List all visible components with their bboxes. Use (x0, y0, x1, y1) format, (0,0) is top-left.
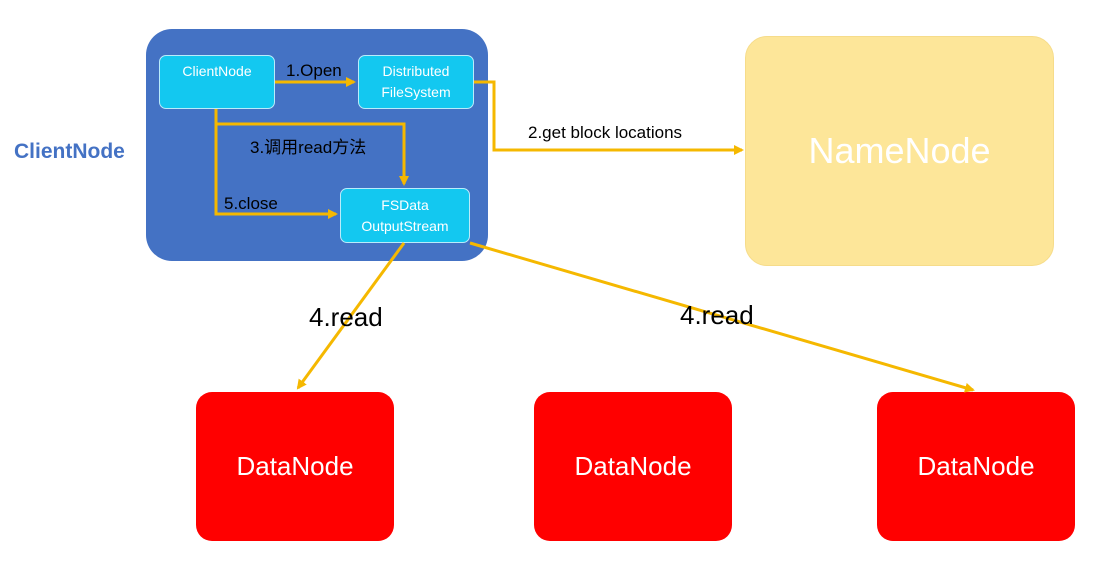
edge-label-open: 1.Open (286, 61, 342, 80)
datanode-box-1: DataNode (196, 392, 394, 541)
datanode-box-3: DataNode (877, 392, 1075, 541)
fsdata-outputstream-box: FSData OutputStream (340, 188, 470, 243)
arrow-close (214, 124, 338, 219)
arrow-call-read (214, 109, 409, 186)
arrow-read-right (469, 241, 975, 393)
arrow-read-left (296, 242, 406, 390)
edge-label-read-right: 4.read (680, 300, 754, 330)
edge-label-get-block-locations: 2.get block locations (528, 123, 683, 142)
namenode-box: NameNode (745, 36, 1054, 266)
clientnode-group-label: ClientNode (14, 140, 125, 163)
arrow-get-block-locations (474, 80, 744, 155)
datanode-box-2: DataNode (534, 392, 732, 541)
edge-label-read-left: 4.read (309, 302, 383, 332)
edge-label-close: 5.close (224, 194, 278, 213)
client-node-box: ClientNode (159, 55, 275, 109)
distributed-filesystem-box: Distributed FileSystem (358, 55, 474, 109)
edge-label-call-read: 3.调用read方法 (250, 138, 367, 157)
